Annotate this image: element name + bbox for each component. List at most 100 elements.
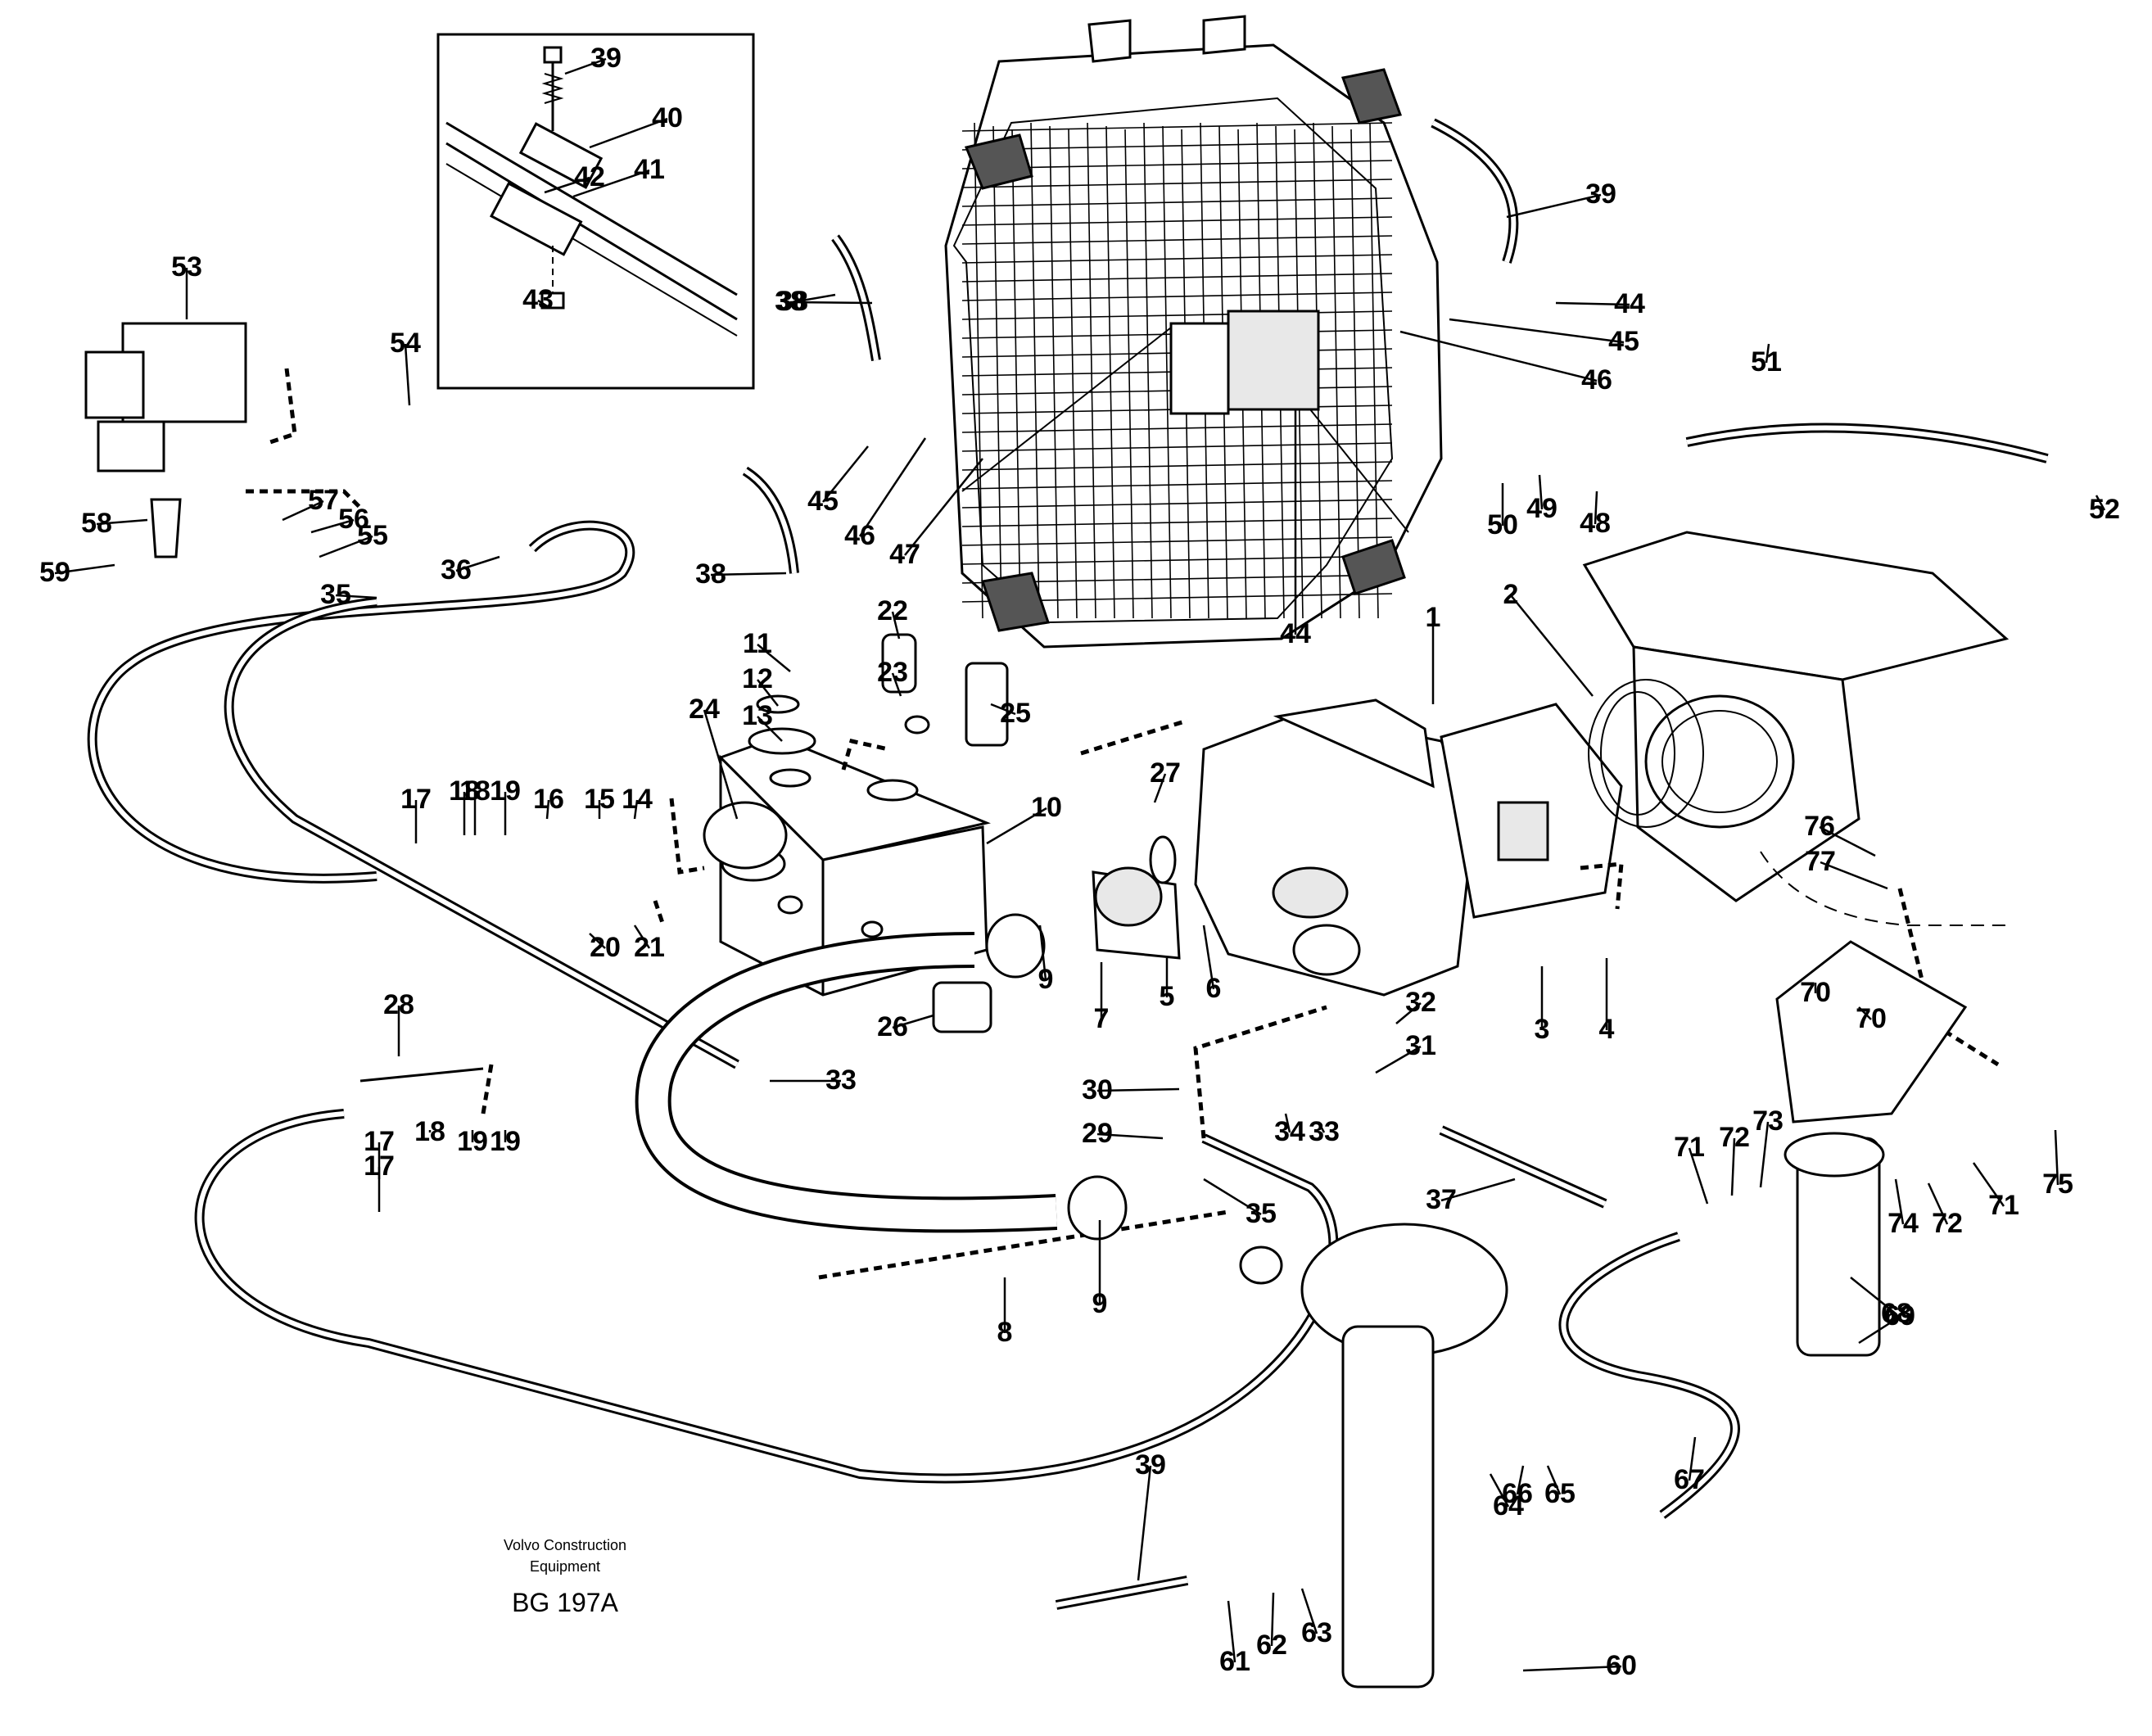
part-number-label: 47 <box>889 539 920 570</box>
part-number-label: 12 <box>742 663 773 694</box>
part-number-label: 46 <box>844 520 875 551</box>
leader-line <box>1820 861 1888 890</box>
cooler-grid-line <box>974 122 983 619</box>
leader-line <box>2054 1129 2059 1186</box>
part-number-label: 16 <box>533 784 564 815</box>
leader-line <box>455 555 500 572</box>
small-parts <box>84 322 1968 1689</box>
credit-line-1: Volvo Construction <box>504 1537 626 1553</box>
cooler-grid-line <box>961 235 1393 245</box>
leader-line <box>1894 1178 1905 1225</box>
part-number-label: 11 <box>743 628 772 659</box>
part-number-label: 58 <box>81 508 112 539</box>
oil-cooler <box>944 15 1443 649</box>
part-number-label: 20 <box>590 932 621 963</box>
part-number-label: 24 <box>689 694 720 725</box>
part-number-label: 64 <box>1493 1490 1524 1521</box>
cooler-grid-line <box>992 125 1002 619</box>
leader-line <box>1449 318 1625 344</box>
part-number-label: 17 <box>400 784 432 815</box>
part-number-label: 53 <box>171 251 202 283</box>
leader-line <box>310 518 355 534</box>
cooler-grid-line <box>961 423 1393 433</box>
cooler-grid-line <box>1369 122 1379 619</box>
part-number-label: 48 <box>1580 508 1611 539</box>
leader-line <box>1395 1002 1422 1024</box>
part-number-label: 36 <box>441 554 472 585</box>
leader-line <box>1850 1277 1897 1315</box>
part-number-label: 71 <box>1988 1190 2019 1221</box>
part-number-label: 74 <box>1888 1208 1919 1239</box>
leader-line <box>564 57 607 75</box>
leader-line <box>1972 1162 2005 1207</box>
part-number-label: 13 <box>742 700 773 731</box>
leader-line <box>757 644 791 672</box>
leader-line <box>1096 1087 1180 1092</box>
cooler-grid-line <box>1350 129 1360 619</box>
part-number-label: 46 <box>1581 364 1612 396</box>
part-number-label: 45 <box>807 486 839 517</box>
part-number-label: 39 <box>590 43 622 74</box>
part-number-label: 77 <box>1805 846 1836 877</box>
leader-line <box>1858 1006 1872 1020</box>
part-number-label: 1 <box>1426 602 1441 633</box>
leader-line <box>792 293 836 304</box>
leader-line <box>1202 925 1215 990</box>
leader-line <box>1440 1178 1516 1202</box>
leader-line <box>1317 1121 1326 1133</box>
leader-line <box>1594 491 1598 525</box>
pump-assembly <box>1194 698 1623 997</box>
part-number-label: 18 <box>459 775 491 807</box>
part-number-label: 4 <box>1599 1014 1615 1045</box>
part-number-label: 73 <box>1752 1105 1784 1137</box>
cooler-grid-line <box>961 160 1393 170</box>
part-number-label: 37 <box>1426 1184 1457 1215</box>
cooler-grid-line <box>961 216 1393 226</box>
part-number-label: 23 <box>877 657 908 688</box>
housing <box>1582 531 2010 926</box>
part-number-label: 65 <box>1544 1478 1576 1509</box>
part-number-label: 45 <box>1608 326 1639 357</box>
part-number-label: 10 <box>1031 792 1062 823</box>
part-number-label: 19 <box>457 1126 488 1157</box>
part-number-label: 40 <box>652 102 683 133</box>
part-number-label: 35 <box>1246 1198 1277 1229</box>
part-number-label: 22 <box>877 595 908 626</box>
leader-line <box>891 672 902 697</box>
leader-line <box>2095 495 2106 511</box>
leader-line <box>1227 1600 1236 1663</box>
part-number-label: 21 <box>634 932 665 963</box>
leader-line <box>1506 193 1602 219</box>
cooler-grid-line <box>961 536 1393 546</box>
part-number-label: 25 <box>1000 698 1031 729</box>
part-number-label: 67 <box>1674 1464 1705 1495</box>
part-number-label: 51 <box>1751 346 1782 377</box>
leader-line <box>710 572 787 576</box>
part-number-label: 27 <box>1150 757 1181 789</box>
part-number-label: 31 <box>1405 1030 1436 1061</box>
leader-line <box>1399 330 1598 382</box>
leader-line <box>757 716 783 742</box>
cooler-grid-line <box>961 518 1393 527</box>
part-number-label: 71 <box>1674 1132 1705 1163</box>
leader-line <box>1688 1436 1697 1481</box>
inset-detail <box>436 33 755 390</box>
leader-line <box>1927 1182 1949 1225</box>
part-number-label: 33 <box>1309 1116 1340 1147</box>
part-number-label: 38 <box>775 286 806 317</box>
part-number-label: 57 <box>308 485 339 516</box>
dashed-connections <box>246 368 2000 1280</box>
part-number-label: 54 <box>390 328 421 359</box>
part-number-label: 44 <box>1614 288 1645 319</box>
cooler-grid-line <box>961 292 1393 301</box>
part-number-label: 62 <box>1256 1630 1287 1661</box>
part-number-label: 18 <box>449 775 480 807</box>
leader-line <box>1546 1465 1562 1495</box>
leader-line <box>537 299 549 309</box>
leader-line <box>572 169 650 198</box>
leader-line <box>545 799 550 820</box>
leader-line <box>1819 825 1876 857</box>
part-number-label: 15 <box>584 784 615 815</box>
leader-line <box>404 343 411 406</box>
